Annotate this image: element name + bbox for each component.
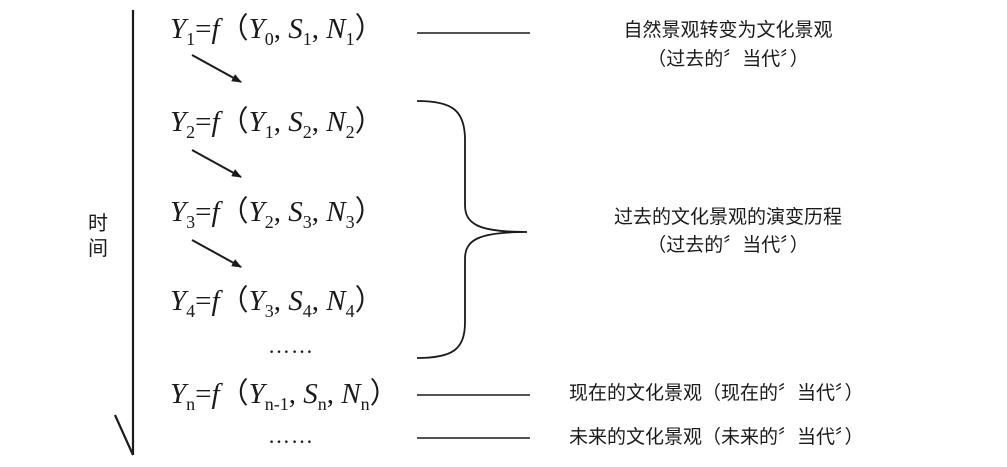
formula-row: Yn=f（Yn-1, Sn, Nn） bbox=[170, 378, 399, 414]
time-axis-char-1: 时 bbox=[88, 211, 108, 235]
evolution-brace bbox=[416, 100, 528, 359]
time-axis-arrow bbox=[113, 10, 135, 456]
formula-row: Y3=f（Y2, S3, N3） bbox=[170, 196, 384, 232]
formula-row: Y2=f（Y1, S2, N2） bbox=[170, 106, 384, 142]
time-axis-char-2: 间 bbox=[88, 236, 108, 260]
ellipsis-middle: …… bbox=[268, 333, 314, 358]
formula-row: Y4=f（Y3, S4, N4） bbox=[170, 285, 384, 321]
transition-arrow-1-2 bbox=[191, 54, 242, 83]
ellipsis-bottom: …… bbox=[268, 423, 314, 448]
formula-row: Y1=f（Y0, S1, N1） bbox=[170, 13, 384, 49]
label-natural-to-cultural: 自然景观转变为文化景观 bbox=[623, 19, 833, 41]
label-present-landscape: 现在的文化景观（现在的〞当代〞） bbox=[569, 382, 864, 404]
label-natural-era: （过去的〞当代〞） bbox=[647, 48, 809, 70]
transition-arrow-2-3 bbox=[191, 149, 242, 178]
label-evolution-process: 过去的文化景观的演变历程 bbox=[613, 206, 843, 228]
label-future-landscape: 未来的文化景观（未来的〞当代〞） bbox=[569, 426, 864, 448]
label-evolution-era: （过去的〞当代〞） bbox=[647, 234, 809, 256]
transition-arrow-3-4 bbox=[191, 239, 242, 268]
